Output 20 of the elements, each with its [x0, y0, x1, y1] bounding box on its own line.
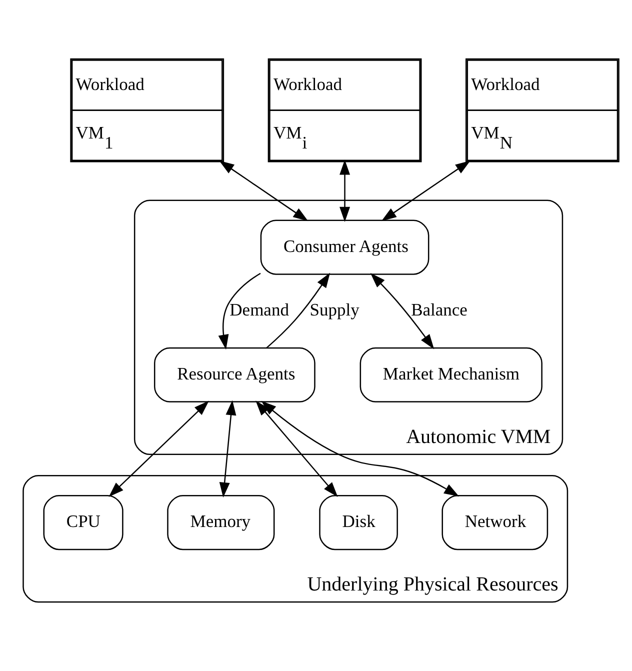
- arrow: [381, 160, 470, 222]
- arrow: [256, 400, 338, 497]
- node-box: CPU: [43, 495, 124, 550]
- edge-label: Demand: [230, 300, 289, 320]
- arrow: [219, 160, 308, 222]
- node-box: Resource Agents: [154, 347, 316, 402]
- edge-label: Supply: [310, 300, 360, 320]
- edge-label: Balance: [411, 300, 468, 320]
- node-box: Memory: [167, 495, 275, 550]
- arrow: [266, 272, 330, 348]
- arrow: [340, 160, 350, 222]
- arrow: [108, 400, 209, 497]
- node-box: Market Mechanism: [360, 347, 542, 402]
- arrow: [370, 273, 434, 350]
- node-box: Network: [442, 495, 548, 550]
- node-box: Consumer Agents: [260, 220, 430, 275]
- arrow: [261, 400, 460, 497]
- arrow: [218, 272, 261, 350]
- node-box: Disk: [319, 495, 398, 550]
- arrow: [219, 400, 236, 498]
